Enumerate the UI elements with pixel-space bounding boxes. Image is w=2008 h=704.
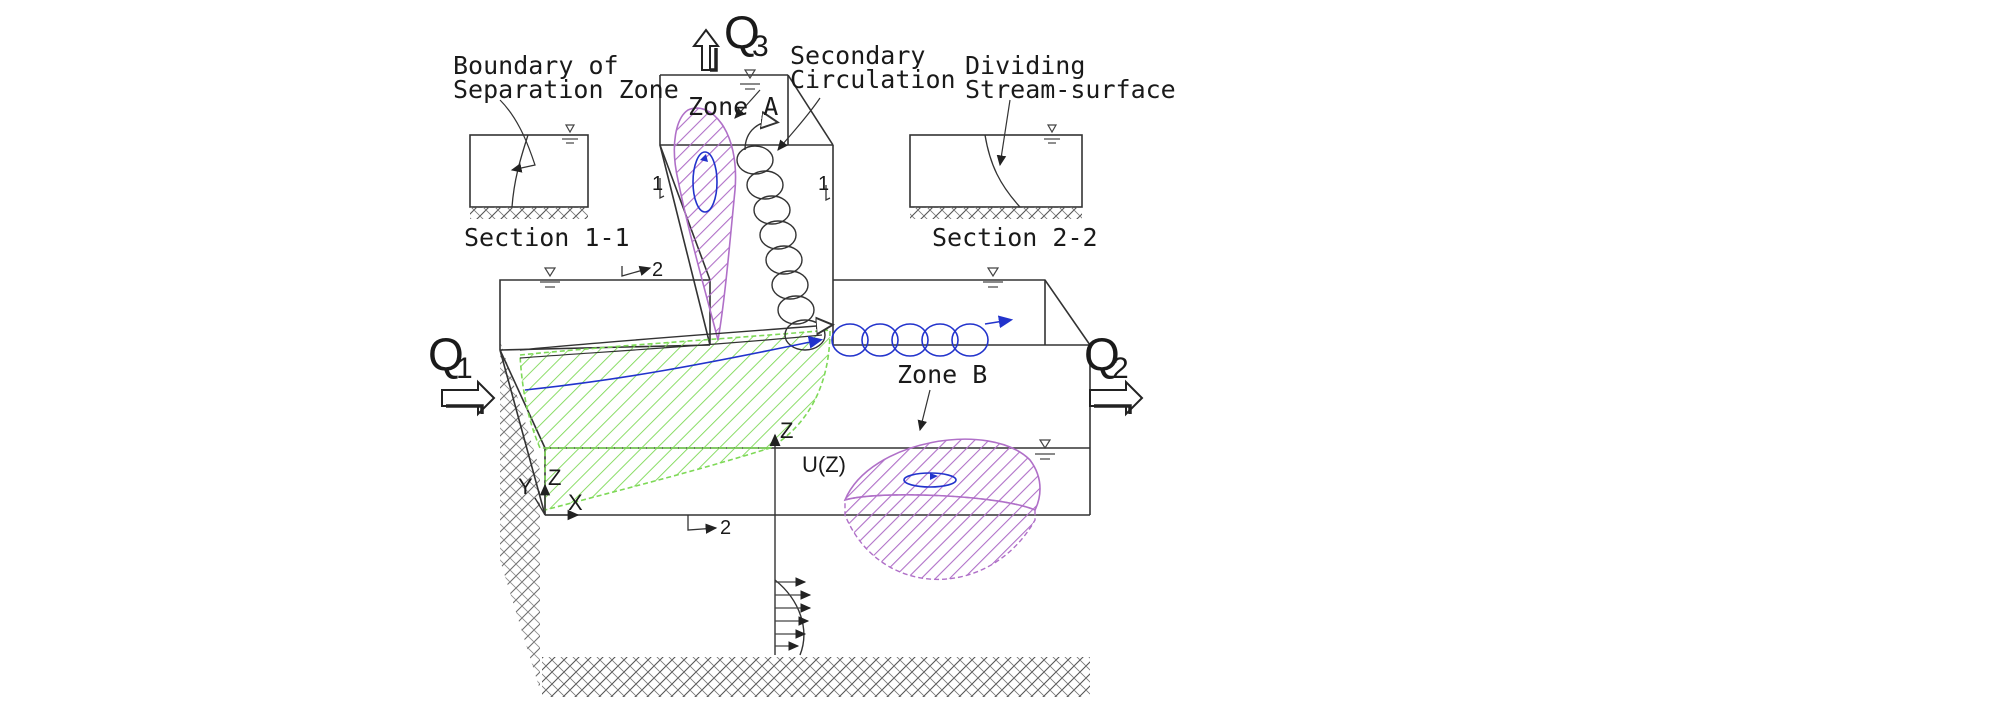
q3-label: Q [724,6,760,58]
section-2-inset [909,124,1083,219]
outflow-main-arrow-icon [1089,379,1144,417]
section-marker-1-right: 1 [818,173,829,195]
section-2-label: Section 2-2 [932,223,1098,252]
zone-a-eddy [692,151,718,213]
boundary-label-line2: Separation Zone [453,75,679,104]
q3-subscript: 3 [752,30,769,63]
boundary-label-line1: Boundary of [453,51,619,80]
secondary-circulation-helix [736,122,826,351]
zone-a-hatch [673,107,737,341]
section-marker-1-left: 1 [652,173,663,195]
blue-streamline [524,336,824,391]
dividing-label-line1: Dividing [965,51,1085,80]
inner-streamline [519,334,823,359]
origin-x-label: X [568,490,583,515]
velocity-profile [769,433,812,656]
origin-axes [534,483,580,521]
stagnation-zone-hatch [519,329,831,512]
inflow-arrow-icon [441,379,496,417]
secondary-label-line2: Circulation [790,65,956,94]
q1-label: Q [428,328,464,380]
q2-subscript: 2 [1112,352,1129,385]
z-axis-label: Z [780,418,793,443]
channel-bed [500,340,1090,697]
section-1-inset [469,124,589,219]
zone-b-lower-hatch [844,494,1036,581]
origin-y-label: Y [518,474,533,499]
q1-subscript: 1 [456,352,473,385]
section-marker-2-bottom: 2 [720,517,731,539]
secondary-label-line1: Secondary [790,41,925,70]
leader-lines [499,89,1011,432]
outflow-branch-arrow-icon [692,28,720,72]
water-surface-symbols [540,69,1055,460]
q2-label: Q [1084,328,1120,380]
section-marker-2-top: 2 [652,259,663,281]
section-cut-lines [621,178,831,534]
zone-b-label: Zone B [897,360,987,389]
section-1-label: Section 1-1 [464,223,630,252]
dividing-label-line2: Stream-surface [965,75,1176,104]
downstream-helix [831,315,1014,357]
origin-z-label: Z [548,465,561,490]
surface-streamline [519,325,830,351]
velocity-profile-label: U(Z) [802,452,846,477]
zone-a-label: Zone A [688,92,778,121]
